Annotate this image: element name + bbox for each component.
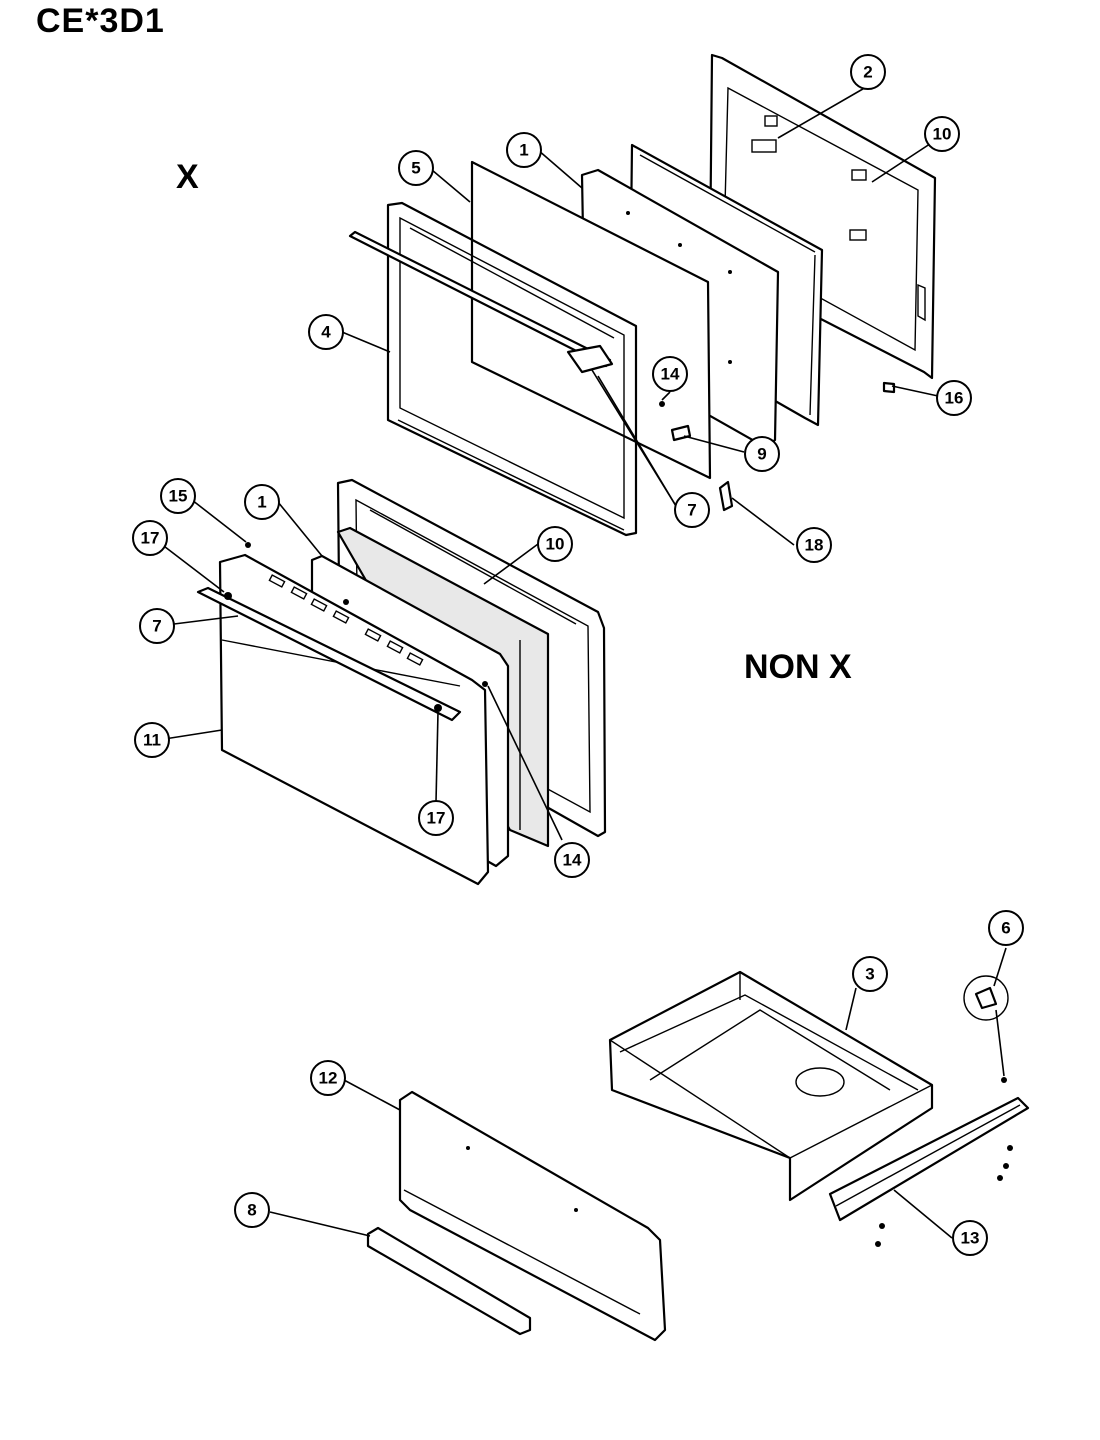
callout-16: 16: [936, 380, 972, 416]
screw-17-left: [224, 592, 232, 600]
svg-text:17: 17: [427, 809, 446, 828]
screw-14: [659, 401, 665, 407]
callout-17: 17: [132, 520, 168, 556]
svg-text:7: 7: [152, 617, 161, 636]
x-door-assembly: [348, 53, 937, 537]
svg-text:14: 14: [563, 851, 582, 870]
drawer-trim-strip: [366, 1226, 532, 1336]
svg-text:4: 4: [321, 323, 331, 342]
callout-12: 12: [310, 1060, 346, 1096]
callout-14: 14: [554, 842, 590, 878]
callout-6: 6: [988, 910, 1024, 946]
drawer-assembly: [366, 970, 1030, 1342]
callouts: 2 10 1 5 4 14 16 9 7 18 15 1 17 10 7 11 …: [132, 54, 1024, 1256]
svg-text:16: 16: [945, 389, 964, 408]
svg-text:12: 12: [319, 1069, 338, 1088]
callout-7: 7: [139, 608, 175, 644]
drawer-front-panel: [398, 1090, 667, 1342]
diagram-title: CE*3D1: [36, 2, 165, 40]
callout-1: 1: [244, 484, 280, 520]
section-label-x: X: [176, 158, 199, 196]
svg-text:6: 6: [1001, 919, 1010, 938]
section-label-non-x: NON X: [744, 648, 852, 686]
svg-text:7: 7: [687, 501, 696, 520]
bracket-part-18: [718, 480, 734, 512]
svg-text:15: 15: [169, 487, 188, 506]
handle-end-cap: [566, 344, 614, 374]
svg-text:10: 10: [546, 535, 565, 554]
callout-8: 8: [234, 1192, 270, 1228]
svg-text:18: 18: [805, 536, 824, 555]
callout-2: 2: [850, 54, 886, 90]
callout-10: 10: [924, 116, 960, 152]
svg-text:5: 5: [411, 159, 420, 178]
callout-15: 15: [160, 478, 196, 514]
callout-14: 14: [652, 356, 688, 392]
svg-text:10: 10: [933, 125, 952, 144]
vent-slots: [268, 574, 424, 666]
callout-3: 3: [852, 956, 888, 992]
callout-10: 10: [537, 526, 573, 562]
screw-15: [245, 542, 251, 548]
non-x-handle-bar: [196, 586, 462, 722]
svg-text:17: 17: [141, 529, 160, 548]
svg-text:2: 2: [863, 63, 872, 82]
svg-text:14: 14: [661, 365, 680, 384]
svg-text:11: 11: [143, 731, 161, 750]
callout-4: 4: [308, 314, 344, 350]
clip-detail-circle: [963, 975, 1009, 1021]
svg-text:1: 1: [519, 141, 528, 160]
svg-text:1: 1: [257, 493, 266, 512]
outer-door-frame: [386, 201, 638, 537]
screw-14-non-x: [482, 681, 488, 687]
svg-text:3: 3: [865, 965, 874, 984]
screw-17-right: [434, 704, 442, 712]
bumper-part-16: [882, 381, 896, 394]
callout-5: 5: [398, 150, 434, 186]
svg-text:13: 13: [961, 1229, 980, 1248]
callout-11: 11: [134, 722, 170, 758]
svg-text:9: 9: [757, 445, 766, 464]
callout-17: 17: [418, 800, 454, 836]
callout-9: 9: [744, 436, 780, 472]
drawer-box: [608, 970, 934, 1202]
callout-18: 18: [796, 527, 832, 563]
drawer-clip-6: [974, 986, 998, 1010]
callout-1: 1: [506, 132, 542, 168]
svg-text:8: 8: [247, 1201, 256, 1220]
non-x-door-assembly: [196, 478, 607, 886]
callout-13: 13: [952, 1220, 988, 1256]
callout-7: 7: [674, 492, 710, 528]
leader-lines: [155, 85, 1007, 1239]
